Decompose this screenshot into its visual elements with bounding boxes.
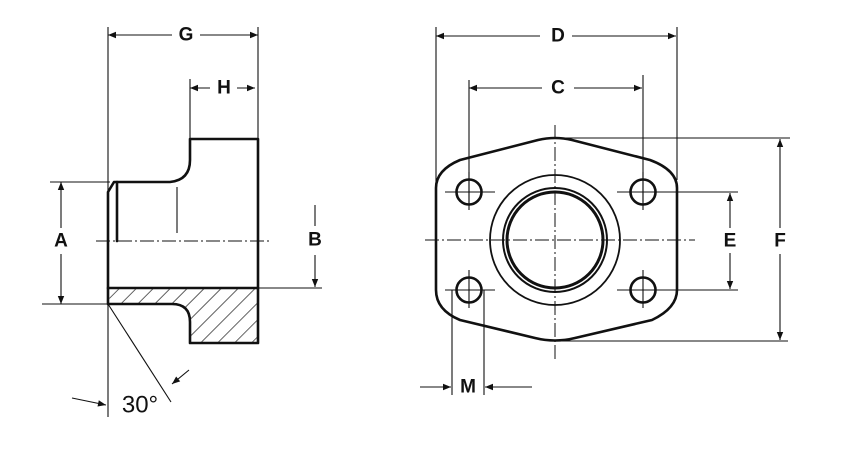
angle-arrow-left [71, 397, 107, 407]
flange-side-outline [106, 137, 260, 345]
chamfer-angle-line [107, 303, 172, 403]
dimension-label-m: M [460, 377, 476, 398]
section-hatch [108, 288, 258, 343]
angle-arrow-right [171, 369, 190, 385]
dimension-label-g: G [179, 25, 194, 46]
dimension-label-e: E [724, 231, 737, 252]
dimension-label-f: F [774, 231, 786, 252]
side-view: G H A B 30° [42, 25, 322, 419]
dimension-label-c: C [551, 78, 565, 99]
angle-label: 30° [122, 392, 158, 419]
dimension-label-h: H [217, 78, 231, 99]
front-view: D C E F M [420, 26, 790, 398]
dimension-label-a: A [54, 231, 68, 252]
dimension-label-b: B [308, 230, 322, 251]
dimension-label-d: D [551, 26, 565, 47]
bolt-hole-crosshairs [445, 172, 667, 308]
flange-plate-outline [434, 136, 679, 342]
